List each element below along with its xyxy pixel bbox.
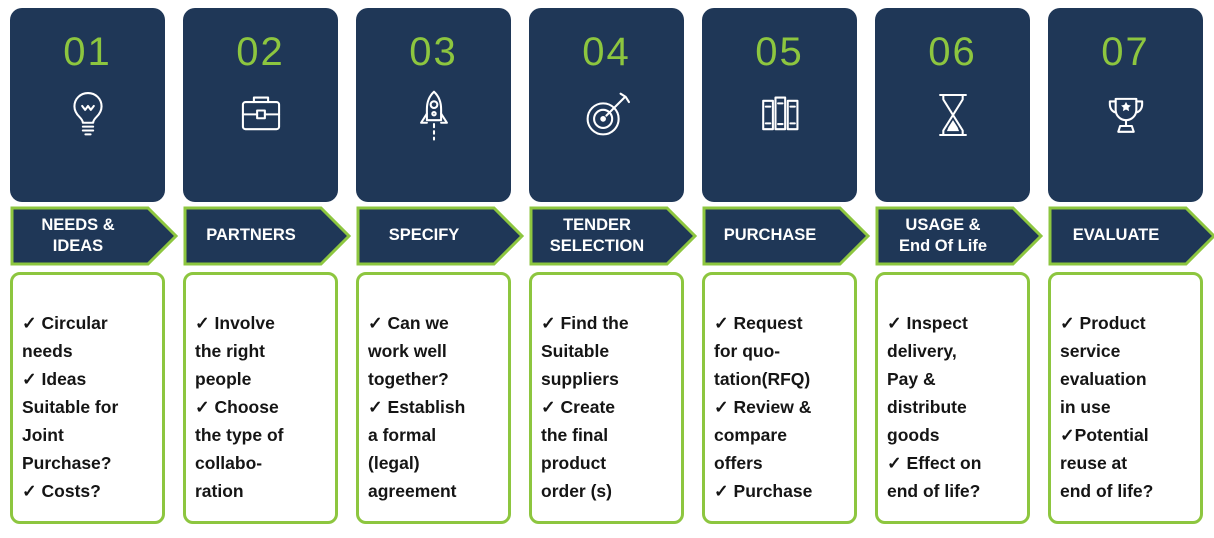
- step-column-purchase: 05 PURCHASE ✓ Request for quo- tation(RF…: [702, 8, 871, 524]
- step-title-banner: SPECIFY: [356, 206, 525, 266]
- step-number: 01: [63, 30, 112, 74]
- arrow-shape: [875, 206, 1044, 266]
- briefcase-icon: [230, 84, 292, 146]
- step-card: 04: [529, 8, 684, 202]
- step-card: 02: [183, 8, 338, 202]
- arrow-shape: [183, 206, 352, 266]
- arrow-shape: [529, 206, 698, 266]
- lightbulb-icon: [57, 84, 119, 146]
- step-title: PURCHASE: [723, 226, 817, 245]
- step-card: 07: [1048, 8, 1203, 202]
- arrow-shape: [356, 206, 525, 266]
- step-card: 05: [702, 8, 857, 202]
- target-icon: [576, 84, 638, 146]
- step-column-specify: 03 SPECIFY ✓ Can we work well together? …: [356, 8, 525, 524]
- step-title: TENDER SELECTION: [549, 215, 645, 255]
- step-number: 05: [755, 30, 804, 74]
- step-number: 03: [409, 30, 458, 74]
- step-column-needs-ideas: 01 NEEDS & IDEAS ✓ Circular needs ✓ Idea…: [10, 8, 179, 524]
- process-diagram: 01 NEEDS & IDEAS ✓ Circular needs ✓ Idea…: [10, 8, 1214, 524]
- step-details: ✓ Can we work well together? ✓ Establish…: [356, 272, 511, 524]
- arrow-shape: [10, 206, 179, 266]
- arrow-shape: [702, 206, 871, 266]
- step-title-banner: USAGE & End Of Life: [875, 206, 1044, 266]
- step-title: SPECIFY: [388, 226, 460, 245]
- step-number: 04: [582, 30, 631, 74]
- step-details: ✓ Find the Suitable suppliers ✓ Create t…: [529, 272, 684, 524]
- books-icon: [749, 84, 811, 146]
- step-number: 06: [928, 30, 977, 74]
- step-title-banner: TENDER SELECTION: [529, 206, 698, 266]
- step-title-banner: NEEDS & IDEAS: [10, 206, 179, 266]
- step-number: 02: [236, 30, 285, 74]
- step-column-evaluate: 07 EVALUATE ✓ Product service evaluation…: [1048, 8, 1214, 524]
- arrow-shape: [1048, 206, 1214, 266]
- step-column-tender-selection: 04 TENDER SELECTION ✓ Find the Suitable …: [529, 8, 698, 524]
- step-title-banner: PARTNERS: [183, 206, 352, 266]
- step-title-banner: PURCHASE: [702, 206, 871, 266]
- step-details: ✓ Circular needs ✓ Ideas Suitable for Jo…: [10, 272, 165, 524]
- trophy-icon: [1095, 84, 1157, 146]
- step-number: 07: [1101, 30, 1150, 74]
- step-title: EVALUATE: [1072, 226, 1160, 245]
- step-card: 06: [875, 8, 1030, 202]
- rocket-icon: [403, 84, 465, 146]
- step-card: 03: [356, 8, 511, 202]
- step-title: USAGE & End Of Life: [899, 215, 987, 255]
- step-title: PARTNERS: [206, 226, 296, 245]
- hourglass-icon: [922, 84, 984, 146]
- step-details: ✓ Request for quo- tation(RFQ) ✓ Review …: [702, 272, 857, 524]
- step-title: NEEDS & IDEAS: [41, 215, 115, 255]
- step-column-partners: 02 PARTNERS ✓ Involve the right people ✓…: [183, 8, 352, 524]
- step-details: ✓ Inspect delivery, Pay & distribute goo…: [875, 272, 1030, 524]
- step-details: ✓ Product service evaluation in use ✓Pot…: [1048, 272, 1203, 524]
- step-column-usage-end-of-life: 06 USAGE & End Of Life ✓ Inspect deliver…: [875, 8, 1044, 524]
- step-title-banner: EVALUATE: [1048, 206, 1214, 266]
- step-card: 01: [10, 8, 165, 202]
- step-details: ✓ Involve the right people ✓ Choose the …: [183, 272, 338, 524]
